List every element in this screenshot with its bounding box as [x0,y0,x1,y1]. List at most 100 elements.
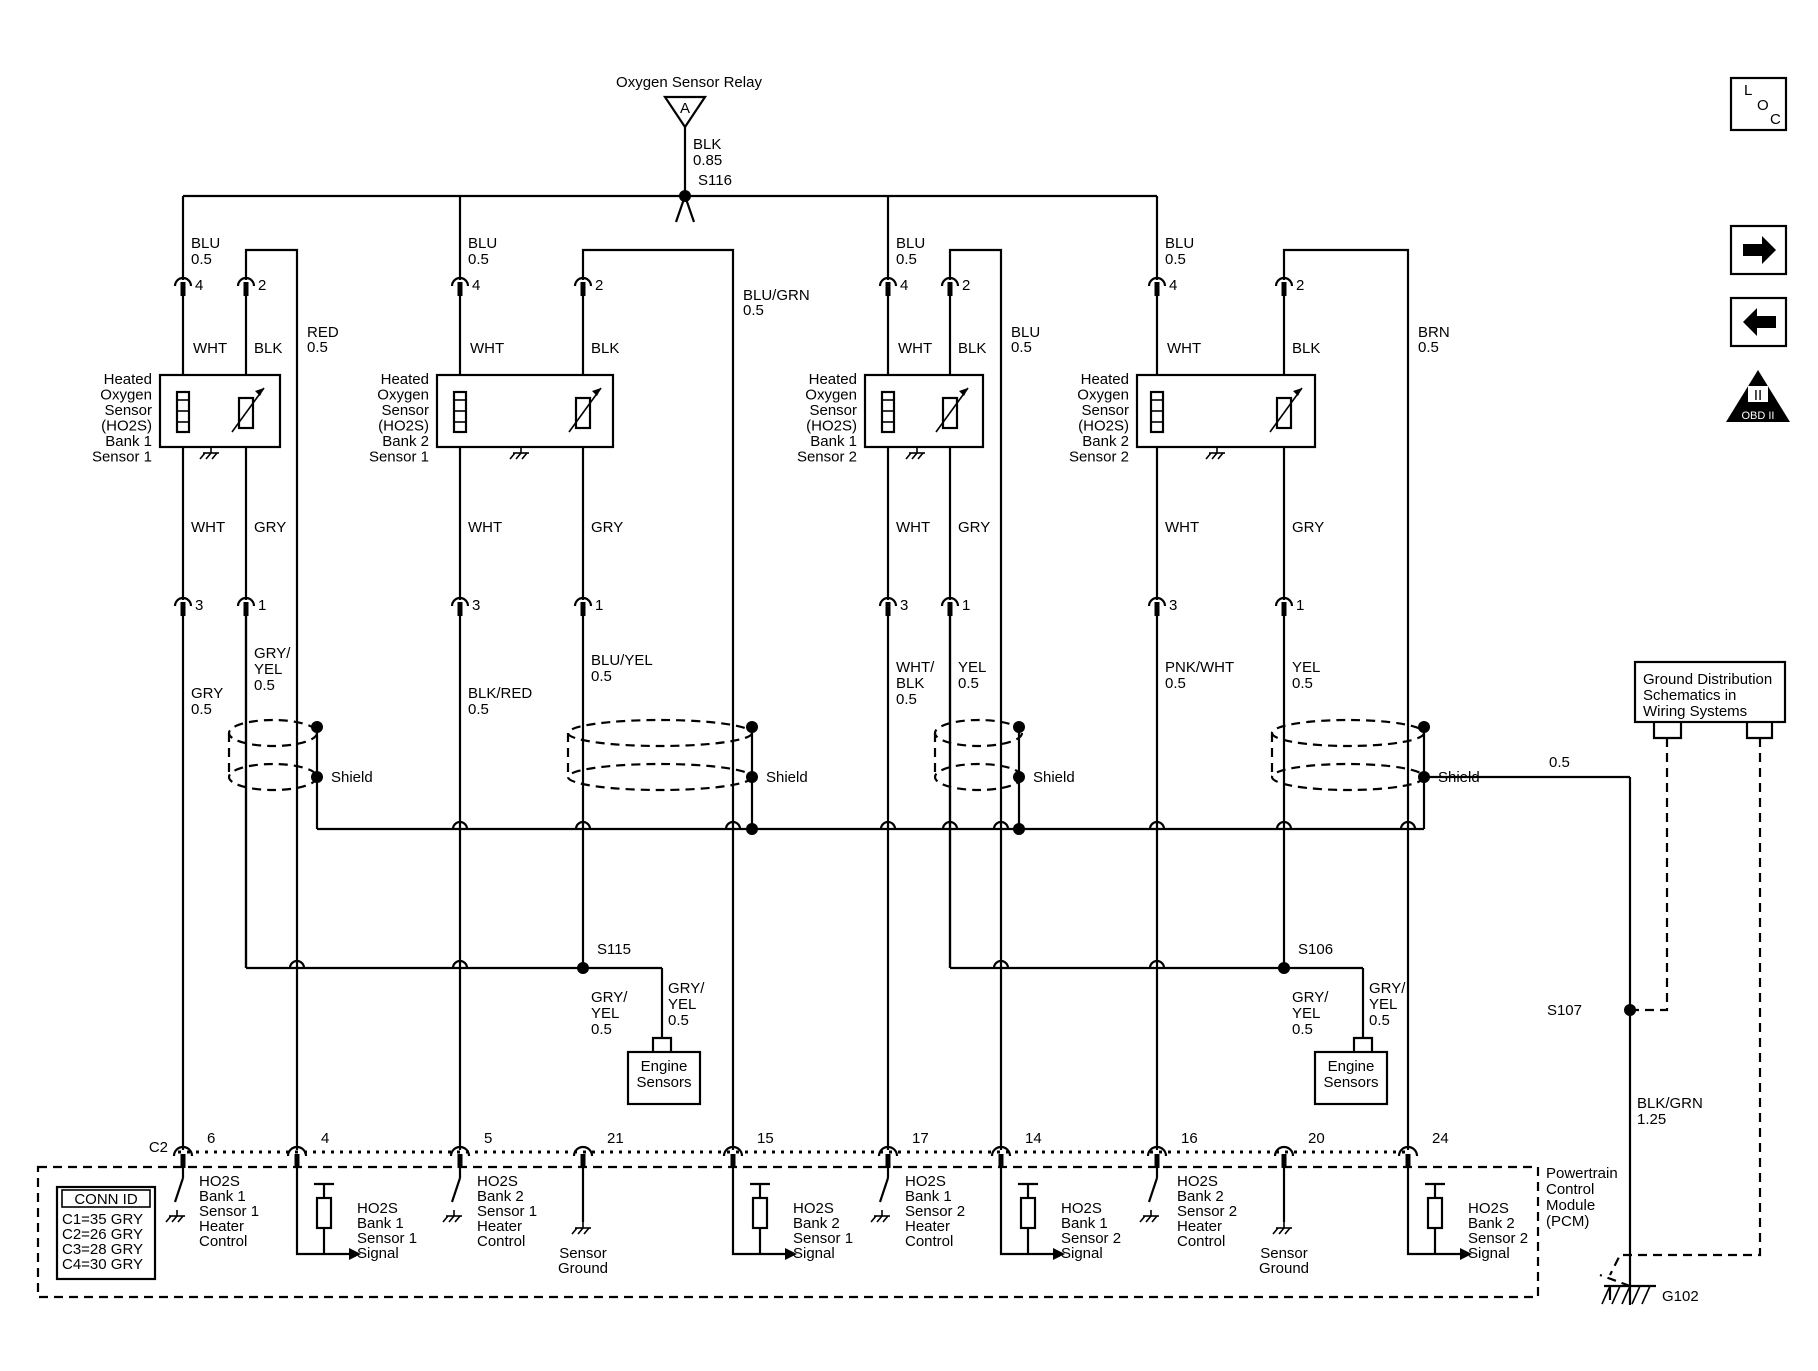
ground-hatch [1139,1215,1146,1223]
relay-wire-size: 0.85 [693,152,722,169]
pcm-function-label: HO2S [1177,1173,1218,1190]
low-a-color: BLK/RED [468,685,532,702]
ground-hatch [917,452,924,460]
signal-return-wire [948,248,1003,1150]
conn-id-title-box [61,1189,151,1208]
resistor-body [1019,1196,1037,1230]
engine-sensors-label: Sensors [636,1074,691,1091]
sensor-pin-a: 4 [195,277,203,294]
pcm-pin [457,1154,463,1168]
splice-s116: S116 [698,172,732,189]
return-wire-size: 0.5 [307,339,328,356]
gd-link [1630,738,1669,1012]
pcm-function-label: Heater [199,1218,244,1235]
pcm-function-label: Heater [905,1218,950,1235]
lead-color-bottom: WHT [896,519,930,536]
pcm-function-label: Sensor 2 [905,1203,965,1220]
low-b-size: 0.5 [254,677,275,694]
lead-color-top: BLK [254,340,282,357]
engine-sensors-label: Engine [1328,1058,1375,1075]
loc-icon-letter: O [1757,97,1769,114]
harness-pin-b: 1 [962,597,970,614]
heater-element [1149,390,1165,434]
ho2s-sensor-name: Oxygen [1077,387,1129,404]
pcm-cavity [172,1145,194,1157]
engine-sensors-wire-a: 0.5 [591,1021,612,1038]
ho2s-sensor-name: Heated [809,371,857,388]
sensor-pin-b: 2 [258,277,266,294]
shield-bus-node [746,823,758,835]
heater-element [452,390,468,434]
connector-pin [457,282,463,296]
pcm-function-label: Sensor 1 [793,1230,853,1247]
return-wire-color: BLU [1011,324,1040,341]
lead-color-top: BLK [591,340,619,357]
feed-wire-size: 0.5 [468,251,489,268]
ho2s-sensor-name: (HO2S) [378,418,429,435]
low-b-color: YEL [958,659,986,676]
connector-pin [947,602,953,616]
feed-wire-color: BLU [468,235,497,252]
connector-pin [580,602,586,616]
ground-hatch [454,1215,461,1223]
feed-wire-size: 0.5 [896,251,917,268]
ho2s-sensor-name: Sensor 1 [92,449,152,466]
harness-pin-a: 3 [195,597,203,614]
g102-hatch [1611,1285,1621,1305]
ground-hatch [1205,452,1212,460]
variable-arrow-head [959,388,968,396]
ho2s-sensor-name: Sensor 2 [797,449,857,466]
wire-crossover [451,820,469,830]
connector-pin [243,282,249,296]
lead-color-top: BLK [958,340,986,357]
pcm-pin-number: 4 [321,1130,329,1147]
ho2s-sensor-name: (HO2S) [101,418,152,435]
pcm-label: Module [1546,1197,1595,1214]
return-wire-color: BLU/GRN [743,287,810,304]
pcm-function-label: Ground [558,1260,608,1277]
low-a-color: WHT/ [896,659,935,676]
pcm-cavity [1273,1145,1295,1157]
pcm-function-label: Control [1177,1233,1225,1250]
lead-color-bottom: WHT [1165,519,1199,536]
low-a-size: 0.5 [1165,675,1186,692]
pcm-signal-arrow [349,1248,361,1260]
low-b-size: 0.5 [591,668,612,685]
pcm-function-label: HO2S [199,1173,240,1190]
resistor-body [315,1196,333,1230]
ground-hatch [509,452,516,460]
g102-label: G102 [1662,1288,1699,1305]
ground-hatch [1151,1215,1158,1223]
low-a-color: PNK/WHT [1165,659,1234,676]
ho2s-sensor-name: Bank 2 [1082,433,1129,450]
connector-pin [180,282,186,296]
lead-color-top: WHT [898,340,932,357]
engine-sensors-wire-b: GRY/ [1369,980,1406,997]
return-wire-size: 0.5 [743,302,764,319]
engine-sensors-wire-b: YEL [1369,996,1397,1013]
engine-sensors-wire-a: YEL [591,1005,619,1022]
harness-pin-b: 1 [258,597,266,614]
sensor-pin-b: 2 [595,277,603,294]
low-b-color: BLU/YEL [591,652,653,669]
connector-cavity [878,276,898,287]
wire-crossover [879,820,897,830]
engine-sensors-wire-a: YEL [1292,1005,1320,1022]
pcm-signal-path [295,1168,349,1256]
shield-node [311,771,323,783]
pcm-function-label: Heater [1177,1218,1222,1235]
pcm-function-label: Sensor 1 [477,1203,537,1220]
lead-color-top: WHT [470,340,504,357]
pcm-pin [1405,1154,1411,1168]
pcm-function-label: Control [905,1233,953,1250]
low-b-color: YEL [1292,659,1320,676]
connector-pin [180,602,186,616]
signal-return-wire [1282,248,1410,1150]
ground-hatch [911,452,918,460]
loc-icon [1729,76,1788,132]
pcm-label: Powertrain [1546,1165,1618,1182]
shield-ellipse [566,718,754,748]
low-a-size: 0.5 [896,691,917,708]
conn-id-box [55,1185,157,1281]
engine-sensors-box [626,1050,702,1106]
